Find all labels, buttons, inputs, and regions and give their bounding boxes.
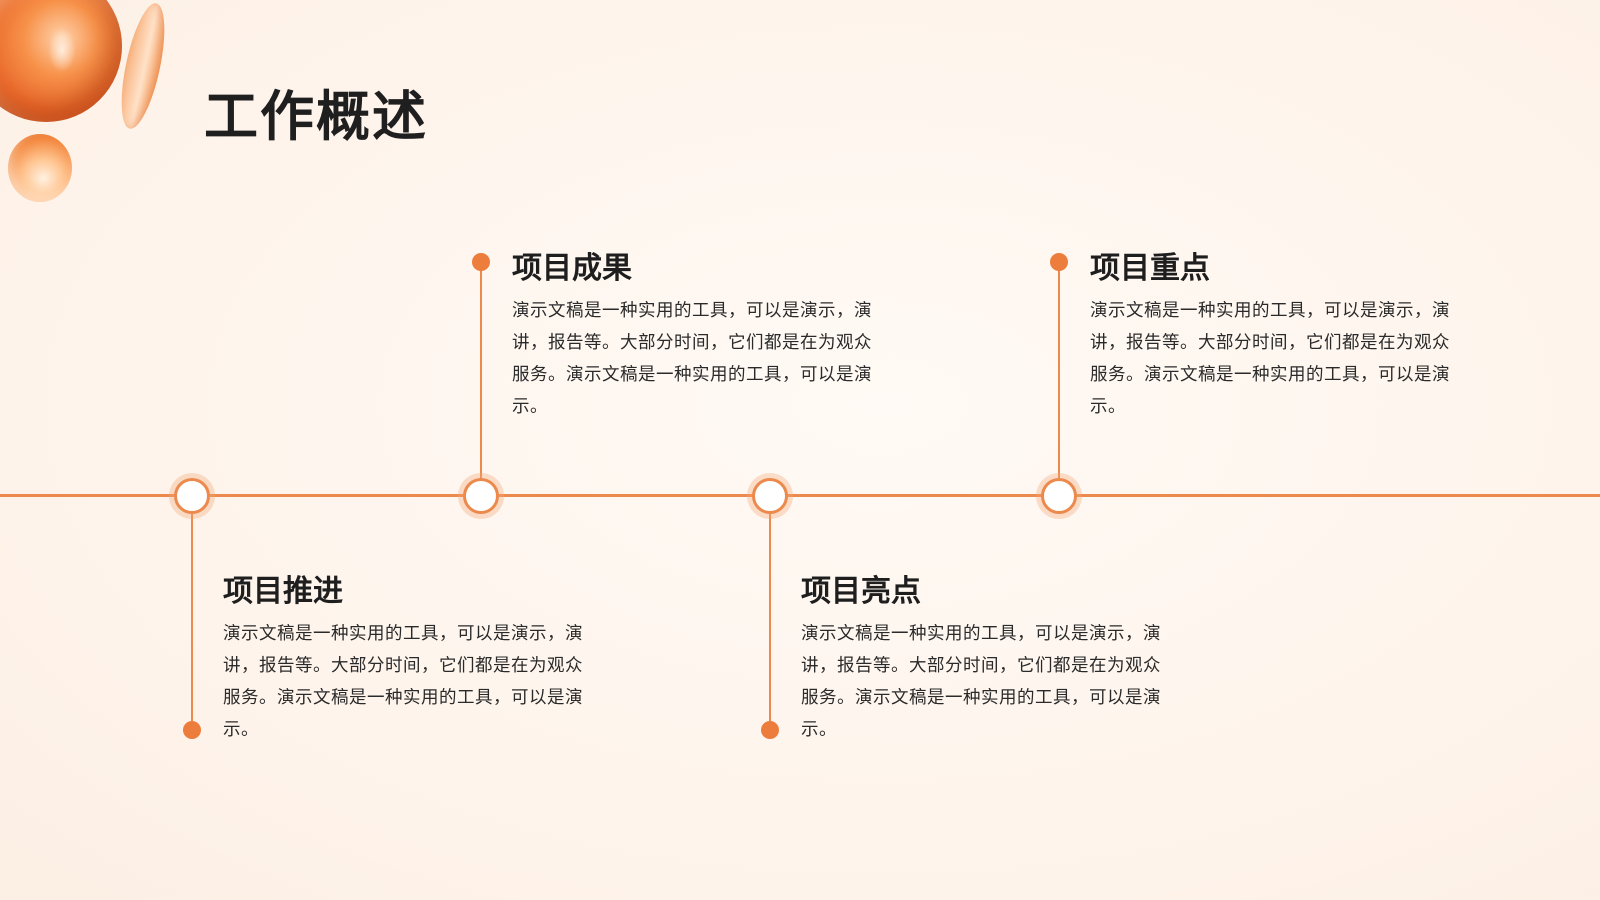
stem-2 <box>480 262 482 479</box>
stem-3 <box>769 513 771 729</box>
timeline-line <box>0 494 1600 497</box>
timeline-dot-2 <box>472 253 490 271</box>
card-body: 演示文稿是一种实用的工具，可以是演示，演讲，报告等。大部分时间，它们都是在为观众… <box>512 301 872 417</box>
card-title: 项目亮点 <box>801 574 921 609</box>
stem-1 <box>191 513 193 729</box>
pill-decoration-icon <box>113 0 173 133</box>
page-title: 工作概述 <box>204 85 428 148</box>
timeline-card-2: 项目成果 演示文稿是一种实用的工具，可以是演示，演讲，报告等。大部分时间，它们都… <box>512 249 872 423</box>
timeline-dot-3 <box>761 721 779 739</box>
card-title: 项目成果 <box>512 251 632 286</box>
timeline-node-3 <box>752 478 788 514</box>
sphere-decoration-icon <box>0 0 122 122</box>
card-body: 演示文稿是一种实用的工具，可以是演示，演讲，报告等。大部分时间，它们都是在为观众… <box>801 624 1161 740</box>
small-sphere-decoration-icon <box>8 134 72 202</box>
stem-4 <box>1058 262 1060 479</box>
timeline-node-2 <box>463 478 499 514</box>
card-title: 项目重点 <box>1090 251 1210 286</box>
card-body: 演示文稿是一种实用的工具，可以是演示，演讲，报告等。大部分时间，它们都是在为观众… <box>1090 301 1450 417</box>
timeline-node-4 <box>1041 478 1077 514</box>
timeline-card-3: 项目亮点 演示文稿是一种实用的工具，可以是演示，演讲，报告等。大部分时间，它们都… <box>801 572 1161 746</box>
timeline-dot-1 <box>183 721 201 739</box>
timeline-dot-4 <box>1050 253 1068 271</box>
timeline-card-4: 项目重点 演示文稿是一种实用的工具，可以是演示，演讲，报告等。大部分时间，它们都… <box>1090 249 1450 423</box>
timeline-node-1 <box>174 478 210 514</box>
card-title: 项目推进 <box>223 574 343 609</box>
card-body: 演示文稿是一种实用的工具，可以是演示，演讲，报告等。大部分时间，它们都是在为观众… <box>223 624 583 740</box>
timeline-card-1: 项目推进 演示文稿是一种实用的工具，可以是演示，演讲，报告等。大部分时间，它们都… <box>223 572 583 746</box>
